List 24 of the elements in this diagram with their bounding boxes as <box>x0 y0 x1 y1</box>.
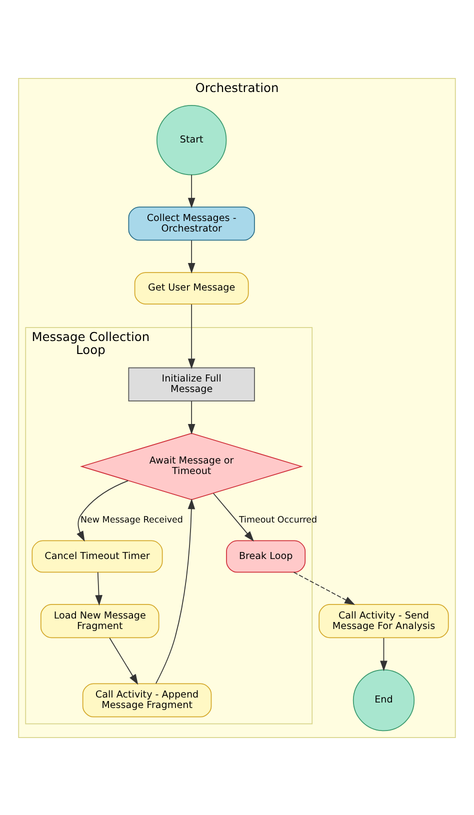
node-box: Load New Message Fragment <box>40 604 160 638</box>
arrow <box>380 637 388 671</box>
arrow <box>76 480 129 542</box>
arrow <box>188 303 196 369</box>
edge-label: Timeout Occurred <box>239 514 318 525</box>
node-circle: Start <box>156 104 227 175</box>
arrow <box>188 239 196 274</box>
node-box: Cancel Timeout Timer <box>32 540 163 572</box>
arrow <box>95 571 102 606</box>
node-box: Collect Messages - Orchestrator <box>128 206 255 240</box>
arrow <box>293 571 356 604</box>
arrow <box>213 492 254 542</box>
node-box: Call Activity - Append Message Fragment <box>82 682 212 717</box>
edge-label: New Message Received <box>80 514 183 525</box>
arrow <box>156 498 196 684</box>
node-box: Initialize Full Message <box>128 366 255 401</box>
node-box: Break Loop <box>226 540 306 572</box>
arrow <box>109 637 138 684</box>
node-diamond: Await Message or Timeout <box>80 432 304 500</box>
arrow <box>188 400 196 434</box>
node-box: Get User Message <box>134 272 249 304</box>
node-box: Call Activity - Send Message For Analysis <box>318 604 449 638</box>
node-circle: End <box>352 668 415 731</box>
arrow <box>188 174 196 208</box>
